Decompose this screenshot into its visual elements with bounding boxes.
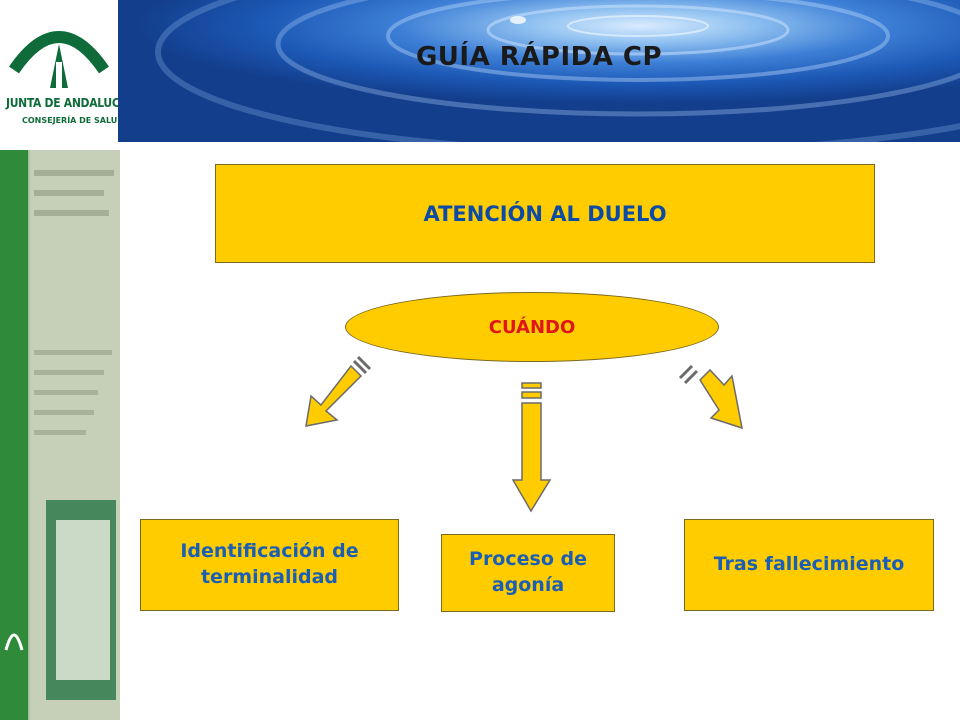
- junta-andalucia-logo: JUNTA DE ANDALUCÍA CONSEJERÍA DE SALUD: [0, 0, 132, 142]
- arrow-left: [305, 355, 372, 427]
- page-title: GUÍA RÁPIDA CP: [415, 42, 663, 72]
- arrow-right: [678, 364, 743, 430]
- logo-text-consejeria: CONSEJERÍA DE SALUD: [22, 116, 124, 125]
- book-cover-icon: [0, 150, 120, 720]
- node-identificacion: Identificación de terminalidad: [140, 519, 399, 611]
- when-ellipse: CUÁNDO: [345, 292, 719, 362]
- header-banner: GUÍA RÁPIDA CP: [118, 0, 960, 142]
- logo-text-junta: JUNTA DE ANDALUCÍA: [6, 96, 132, 110]
- node-proceso-agonia: Proceso de agonía: [441, 534, 615, 612]
- arrow-down: [511, 382, 552, 513]
- logo-arch-icon: [9, 31, 109, 88]
- water-ripple-image: [155, 0, 960, 142]
- main-topic-box: ATENCIÓN AL DUELO: [215, 164, 875, 263]
- node-tras-fallecimiento: Tras fallecimiento: [684, 519, 934, 611]
- guide-book-image: [0, 150, 120, 720]
